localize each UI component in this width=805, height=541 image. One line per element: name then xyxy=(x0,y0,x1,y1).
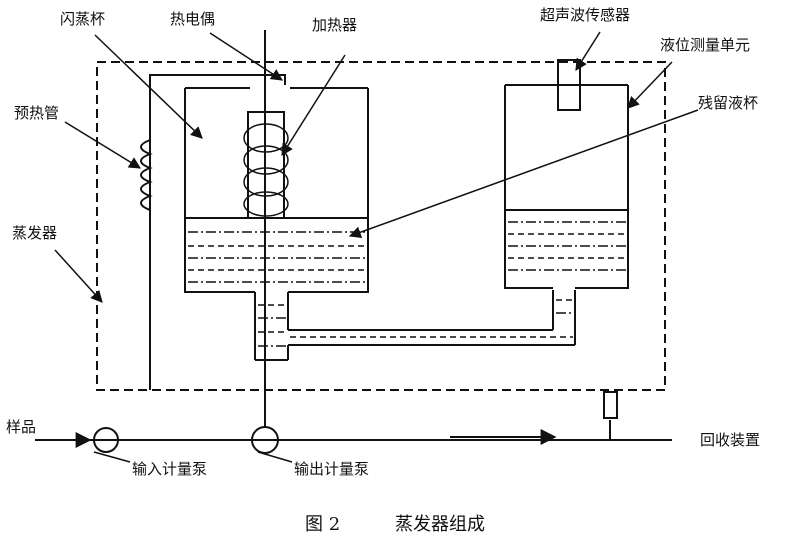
label-input-pump: 输入计量泵 xyxy=(132,460,207,478)
flash-cup xyxy=(184,88,255,293)
input-pump xyxy=(93,427,119,453)
label-residual-cup: 残留液杯 xyxy=(698,94,758,112)
preheat-coil xyxy=(140,139,153,211)
residual-cup xyxy=(504,85,553,289)
recovery-valve xyxy=(603,391,618,419)
label-preheat-tube: 预热管 xyxy=(14,104,59,122)
evaporator-enclosure xyxy=(96,61,666,391)
caption-number: 图 2 xyxy=(305,514,340,535)
label-flash-cup: 闪蒸杯 xyxy=(60,10,105,28)
label-output-pump: 输出计量泵 xyxy=(294,460,369,478)
label-ultrasonic-sensor: 超声波传感器 xyxy=(540,6,630,24)
caption-title: 蒸发器组成 xyxy=(395,514,485,535)
ultrasonic-sensor xyxy=(557,59,581,111)
flash-cup-liquid xyxy=(185,217,368,283)
output-pump xyxy=(251,426,279,454)
label-recovery: 回收装置 xyxy=(700,431,760,449)
connecting-pipe xyxy=(254,290,576,361)
label-sample: 样品 xyxy=(6,418,36,436)
preheat-tube xyxy=(149,74,286,390)
heater xyxy=(247,111,285,219)
heater-coil xyxy=(243,123,289,217)
label-evaporator: 蒸发器 xyxy=(12,224,57,242)
residual-cup-liquid xyxy=(505,209,628,271)
label-thermocouple: 热电偶 xyxy=(170,10,215,28)
label-heater: 加热器 xyxy=(312,16,357,34)
label-level-unit: 液位测量单元 xyxy=(660,36,750,54)
leader-lines xyxy=(54,31,699,463)
